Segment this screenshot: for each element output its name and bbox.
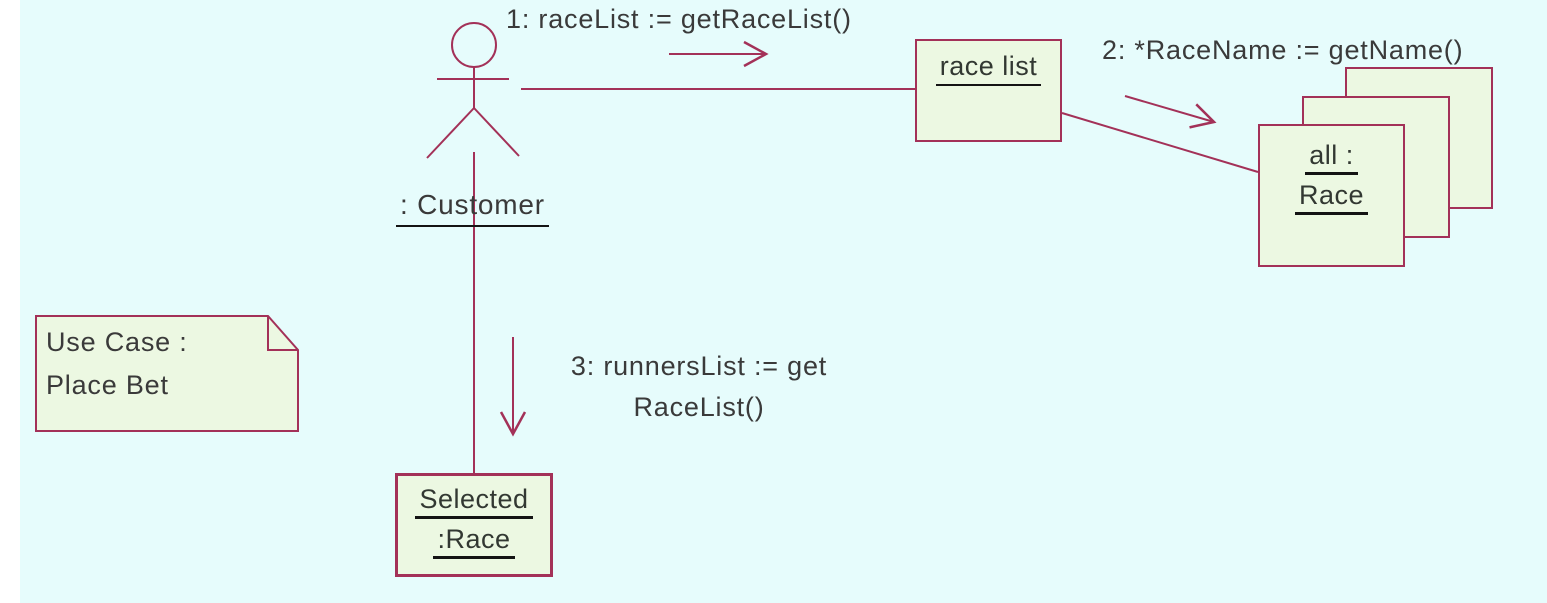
object-box-race-list: race list: [915, 39, 1062, 142]
object-all-race-label-line1: all :: [1305, 142, 1358, 175]
object-selected-race-label-line2: :Race: [433, 526, 515, 559]
link-racelist-allrace: [1061, 112, 1259, 173]
note-line1: Use Case :: [46, 327, 188, 357]
object-box-selected-race: Selected :Race: [395, 473, 553, 577]
object-selected-race-label-line1: Selected: [415, 486, 533, 519]
note-use-case: Use Case : Place Bet: [46, 321, 188, 407]
message-3-line1: 3: runnersList := get: [570, 351, 828, 381]
actor-customer-label: : Customer: [396, 189, 549, 227]
diagram-background: [20, 0, 1547, 603]
object-stack-all-race-front: all : Race: [1258, 124, 1405, 267]
message-3-line2: RaceList(): [633, 392, 765, 422]
object-all-race-label-line2: Race: [1294, 182, 1369, 215]
note-line2: Place Bet: [46, 370, 169, 400]
object-race-list-label: race list: [935, 53, 1042, 86]
message-2-arrow-icon: [1124, 95, 1217, 129]
message-3-label: 3: runnersList := get RaceList(): [540, 346, 858, 428]
actor-customer-label-text: : Customer: [396, 189, 549, 227]
customer-actor-icon: [426, 22, 520, 159]
note-fold-corner-icon: [267, 316, 298, 351]
message-1-label: 1: raceList := getRaceList(): [506, 4, 852, 34]
message-2-label: 2: *RaceName := getName(): [1102, 35, 1464, 65]
note-shape: [35, 315, 299, 432]
